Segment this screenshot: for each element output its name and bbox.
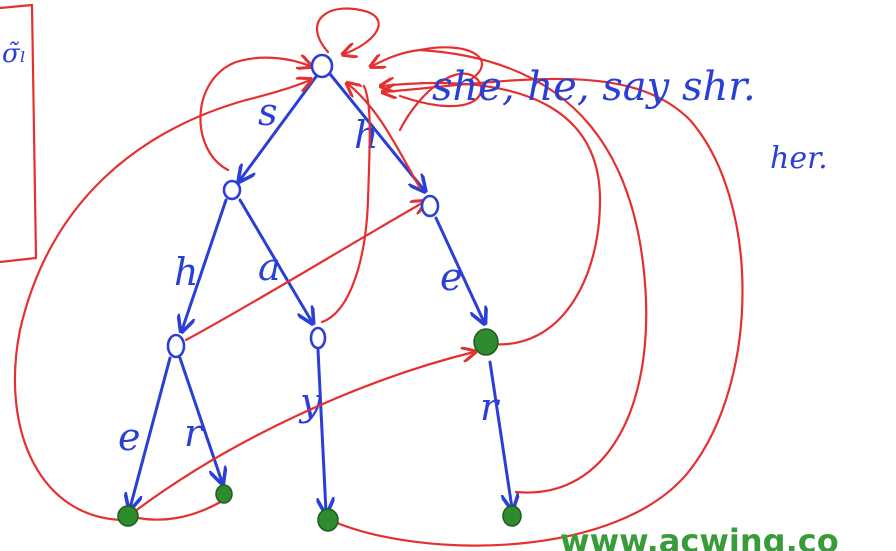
fail-her-root	[372, 48, 648, 494]
node-sh	[166, 333, 186, 359]
fail-sa-root	[320, 84, 371, 324]
edge-he-r	[488, 360, 512, 508]
fail-s-root	[199, 58, 310, 172]
node-sa	[309, 326, 327, 350]
left-box-fragment: σ̃ₗ	[0, 3, 38, 264]
edge-s-h	[182, 198, 228, 330]
label-sh-e: e	[118, 415, 141, 459]
watermark: www.acwing.co	[560, 522, 839, 551]
node-h	[420, 194, 440, 218]
fail-he-root	[382, 83, 602, 346]
word-list-line2: her.	[770, 141, 828, 176]
edge-sa-y	[318, 348, 326, 512]
trie-nodes	[117, 53, 522, 532]
fail-scribble-b	[418, 46, 483, 82]
node-shr-terminal	[215, 484, 233, 504]
fail-sh-h	[184, 202, 424, 342]
fail-say-root-big	[328, 77, 744, 547]
label-root-h: h	[354, 113, 378, 157]
node-he-terminal	[473, 328, 499, 356]
edge-sh-e	[130, 356, 172, 508]
fail-shr	[136, 498, 226, 521]
fail-say-root	[13, 80, 310, 522]
word-list: she, he, say shr. her.	[432, 64, 828, 176]
edge-labels: s h h a e r y e r	[118, 90, 501, 459]
label-s-h: h	[174, 250, 198, 294]
label-he-r: r	[480, 385, 501, 429]
fail-h-root	[348, 84, 422, 190]
node-her-terminal	[502, 505, 522, 527]
label-root-s: s	[258, 90, 278, 134]
label-sh-r: r	[184, 411, 205, 455]
fail-links	[13, 7, 744, 547]
edge-h-e	[434, 216, 484, 322]
edge-s-a	[238, 198, 312, 322]
label-h-e: e	[440, 255, 463, 299]
fail-scribble-a	[398, 72, 483, 132]
fail-root-self	[315, 7, 380, 54]
node-s	[222, 179, 242, 201]
word-list-line1: she, he, say shr.	[432, 64, 756, 110]
label-sa-y: y	[298, 380, 322, 424]
edge-sh-r	[178, 356, 222, 482]
node-she-terminal	[117, 505, 139, 527]
node-root	[310, 53, 334, 79]
fail-she-he	[132, 352, 474, 514]
node-say-terminal	[317, 508, 339, 532]
box-glyph: σ̃ₗ	[2, 39, 26, 69]
label-s-a: a	[258, 245, 281, 289]
